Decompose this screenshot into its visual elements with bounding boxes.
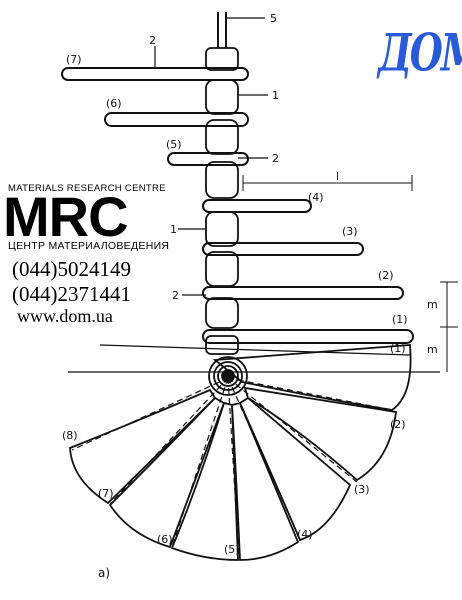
label-plan-3: (3) [354,483,370,496]
column-segment [205,297,239,329]
dashed-line [227,377,240,559]
label-tread-2: 2 [149,34,156,47]
dom-logo: ДОМ [378,22,462,83]
plan-tread-5 [170,401,239,561]
label-spacer-2: 2 [272,152,279,165]
column-segment [205,335,239,355]
dashed-line [71,377,229,451]
label-step-7: (7) [66,53,82,66]
dimension-m [440,281,458,372]
phone-number-1: (044)5024149 [12,257,131,281]
column-segment [205,79,239,115]
plan-labels: (2) (3) (4) (5) (6) (7) (8) а) [62,418,406,580]
label-spacer-1b: 1 [170,223,177,236]
tread-1 [202,329,414,344]
plan-tread-3 [238,396,352,542]
column-segment [205,161,239,199]
dashed-line [227,377,393,411]
elevation-treads [61,67,414,344]
company-abbreviation: MRC [3,185,129,248]
label-plan-5: (5) [224,543,240,556]
company-name-ru: ЦЕНТР МАТЕРИАЛОВЕДЕНИЯ [8,240,170,252]
tread-2 [202,286,404,300]
website-link[interactable]: www.dom.ua [17,306,113,326]
label-step-5: (5) [166,138,182,151]
dashed-line [109,377,229,505]
dimension-l [242,175,413,191]
floor-line [99,344,411,356]
label-pipe: 5 [270,12,277,25]
plan-tread-1 [212,344,412,411]
column-segment [205,251,239,287]
column-plan-ring [217,365,239,387]
column-plan-core [221,369,235,383]
label-plan-2: (2) [390,418,406,431]
figure-caption: а) [98,566,110,580]
plan-tread-4 [231,401,300,561]
label-step-6: (6) [106,97,122,110]
label-step-1-plan: (1) [390,342,406,355]
dashed-line [227,377,358,483]
label-plan-7: (7) [98,487,114,500]
label-spacer-2b: 2 [172,289,179,302]
label-step-1: (1) [392,313,408,326]
column-segment [205,211,239,247]
elevation-view [61,12,458,373]
plan-tread-6 [108,396,226,549]
label-spacer-1: 1 [272,89,279,102]
tread-5 [167,152,249,166]
plan-tread-7 [69,388,217,505]
company-name-en: MATERIALS RESEARCH CENTRE [8,183,166,194]
dashed-tread-lines [71,377,393,559]
label-plan-4: (4) [297,528,313,541]
column-plan-outer [208,356,248,396]
label-step-4: (4) [308,191,324,204]
label-plan-8: (8) [62,429,78,442]
plan-view [69,344,412,561]
tread-3 [202,242,364,256]
label-step-3: (3) [342,225,358,238]
tread-4 [202,199,312,213]
column-plan-ring [213,361,243,391]
label-dim-m-upper: m [427,298,438,311]
phone-number-2: (044)2371441 [12,282,131,306]
label-plan-6: (6) [157,533,173,546]
label-dim-m-lower: m [427,343,438,356]
label-step-2: (2) [378,269,394,282]
tread-6 [104,112,249,127]
elevation-labels: 5 (7) 2 1 (6) (5) 2 l (4) 1 (3) (2) 2 m … [66,12,438,356]
label-dim-l: l [336,170,339,183]
column-segment [205,47,239,71]
leader-lines [154,46,268,296]
